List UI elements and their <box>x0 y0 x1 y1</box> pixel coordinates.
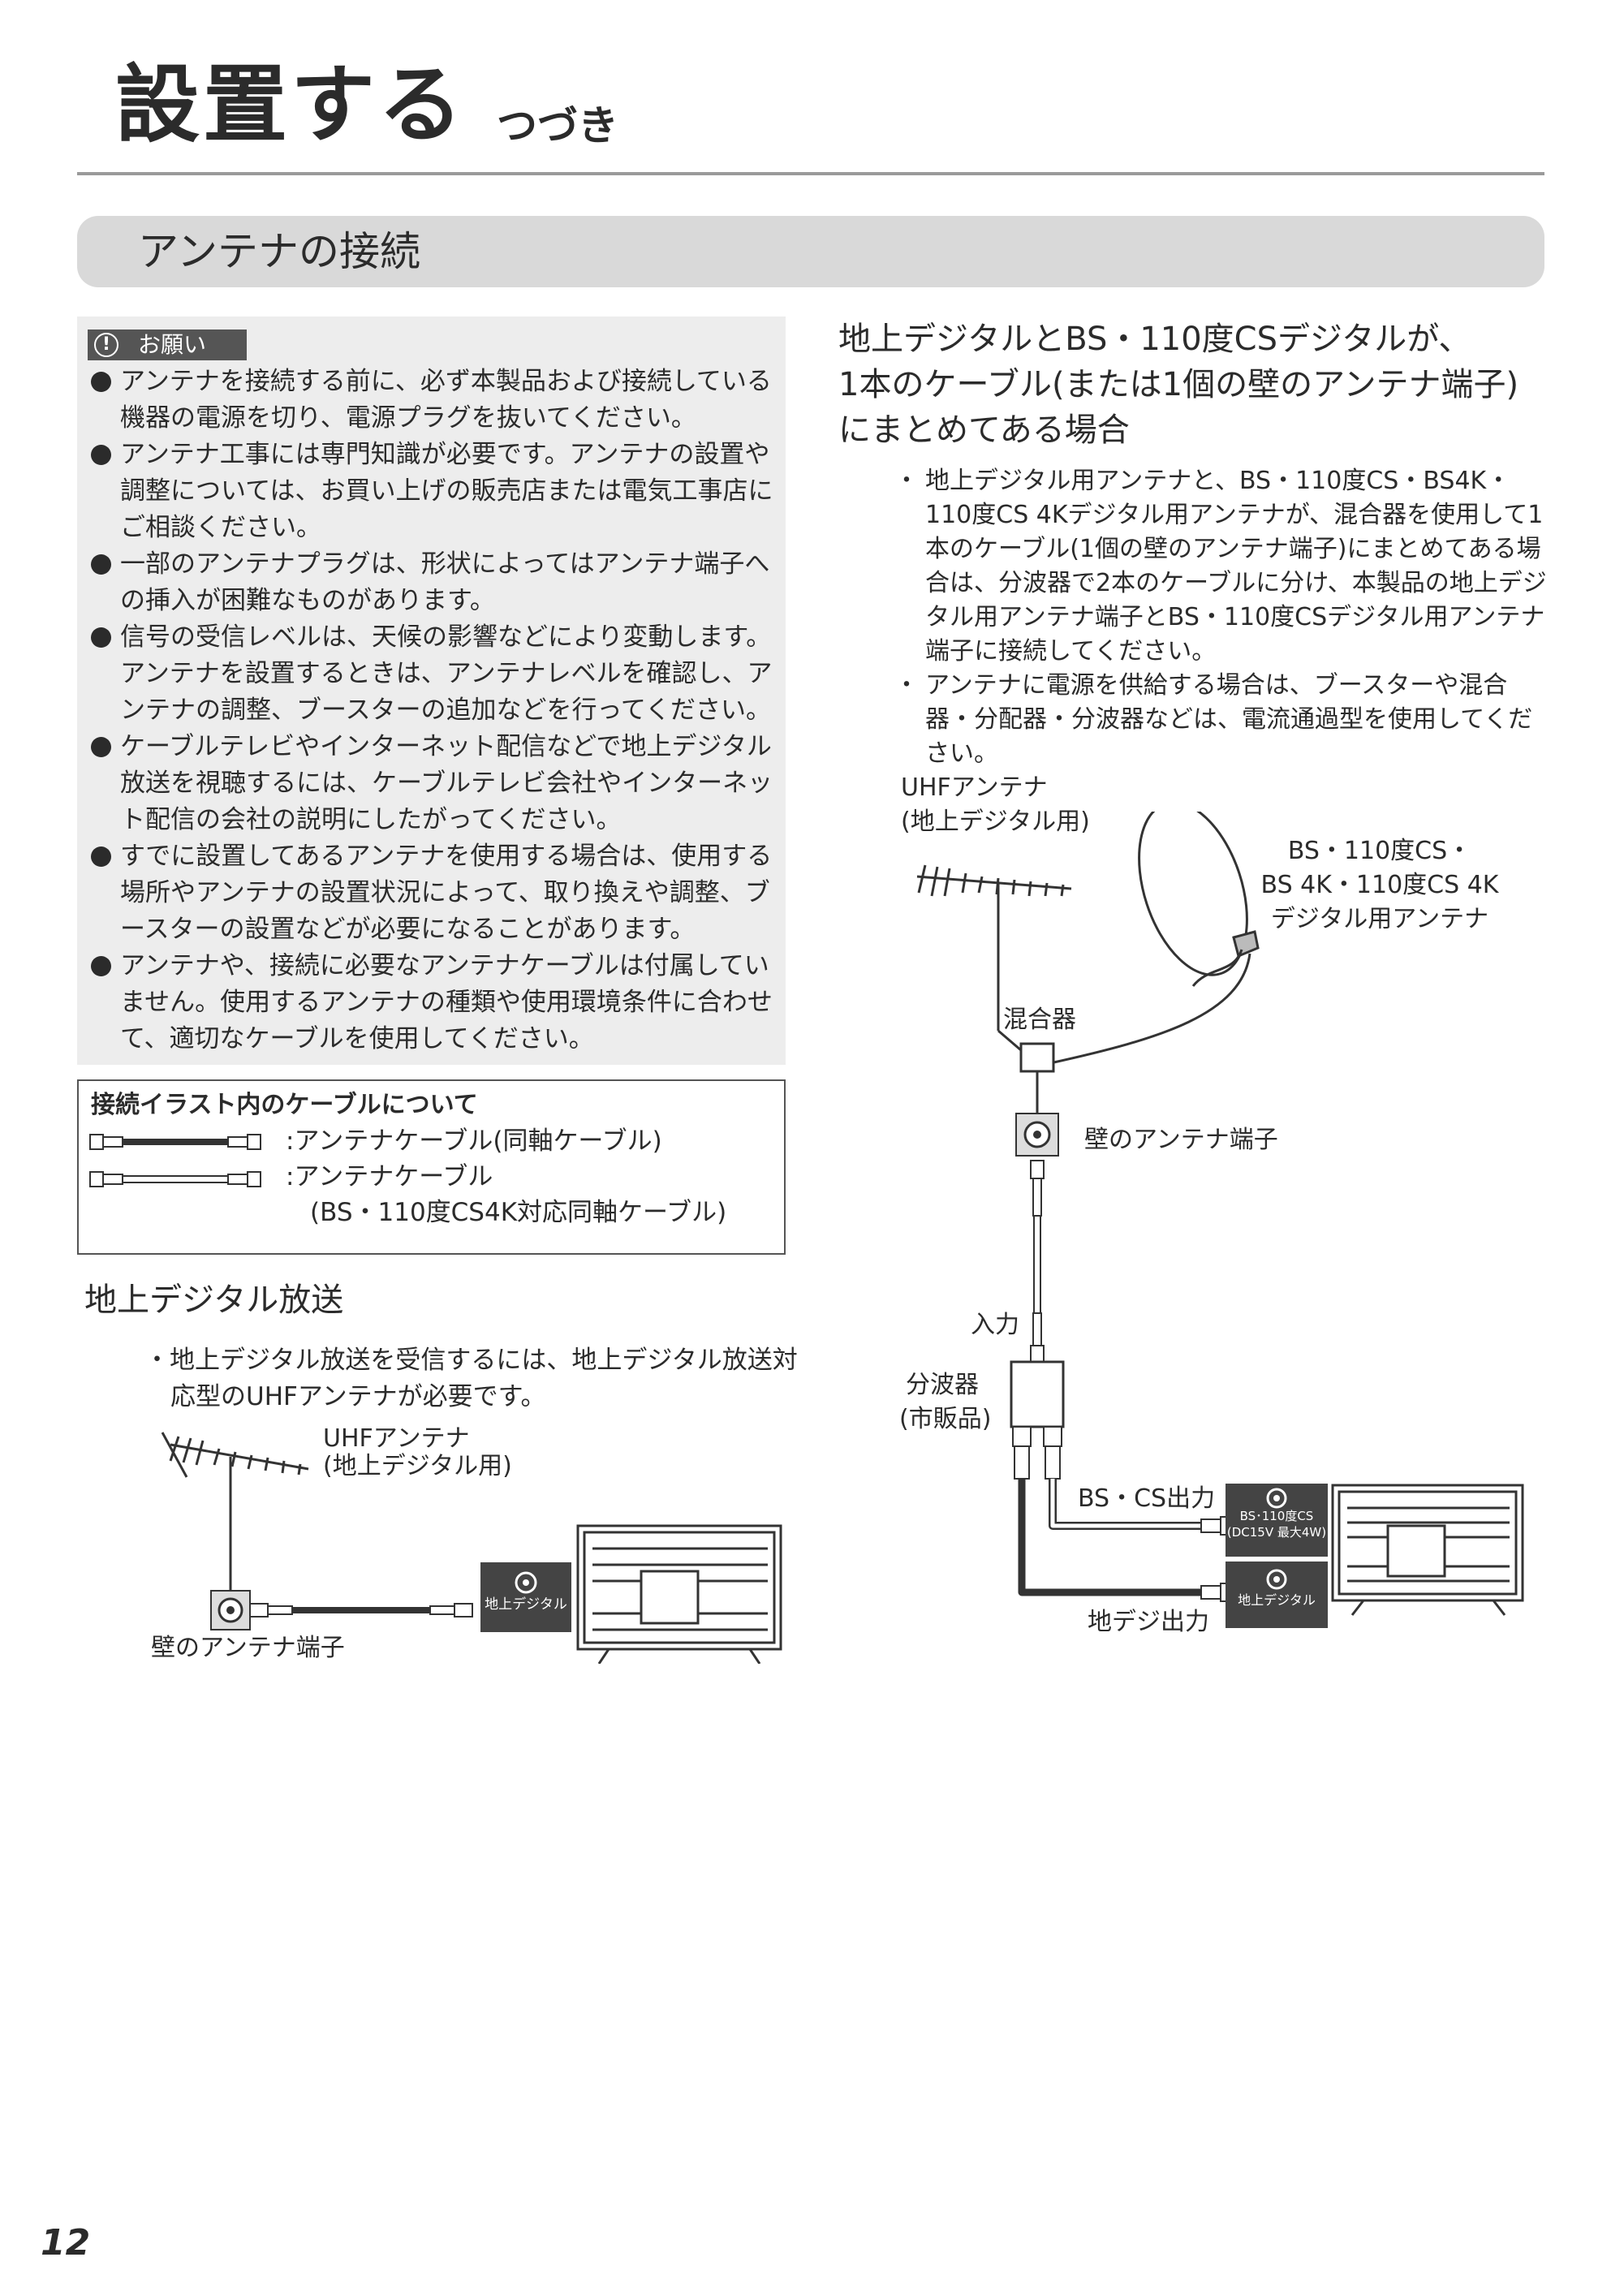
dish-label-line-1: BS・110度CS・ <box>1287 837 1472 865</box>
tv-back-icon <box>576 1524 782 1664</box>
caution-box <box>77 317 786 1065</box>
tv-terrestrial-port <box>480 1562 571 1632</box>
section-title: アンテナの接続 <box>138 228 420 275</box>
terrestrial-uhf-sublabel: (地上デジタル用) <box>323 1452 512 1480</box>
terrestrial-output-label: 地デジ出力 <box>1088 1608 1209 1636</box>
caution-list: アンテナを接続する前に、必ず本製品および接続している機器の電源を切り、電源プラグ… <box>88 364 779 1058</box>
combined-title: 地上デジタルとBS・110度CSデジタルが、 1本のケーブル(または1個の壁のア… <box>838 317 1553 453</box>
coax-cable-icon <box>89 1134 261 1150</box>
terrestrial-wall-terminal-label: 壁のアンテナ端子 <box>151 1634 345 1662</box>
combined-uhf-label: UHFアンテナ <box>901 773 1048 802</box>
splitter-label: 分波器 <box>906 1371 979 1399</box>
combined-wall-terminal-label: 壁のアンテナ端子 <box>1084 1126 1278 1154</box>
satellite-dish-icon <box>1049 812 1260 1065</box>
splitter-input-label: 入力 <box>971 1311 1019 1339</box>
combined-diagram <box>916 812 1524 1628</box>
dish-label-line-2: BS 4K・110度CS 4K <box>1260 871 1499 899</box>
caution-item: アンテナや、接続に必要なアンテナケーブルは付属していません。使用するアンテナの種… <box>88 948 779 1058</box>
combined-bullets: 地上デジタル用アンテナと、BS・110度CS・BS4K・110度CS 4Kデジタ… <box>894 464 1549 771</box>
bs-cable-label-detail: (BS・110度CS4K対応同軸ケーブル) <box>310 1198 727 1227</box>
combined-bullet: アンテナに電源を供給する場合は、ブースターや混合器・分配器・分波器などは、電流通… <box>894 669 1549 771</box>
terrestrial-coax-cable <box>249 1603 473 1618</box>
section-header-bar <box>77 216 1544 287</box>
tv-bs-port-label: BS･110度CS <box>1239 1509 1314 1523</box>
cable-legend-icons <box>89 1134 261 1187</box>
bs-cs-output-label: BS・CS出力 <box>1078 1484 1216 1513</box>
caution-label: お願い <box>138 331 207 358</box>
uhf-antenna-icon <box>161 1432 309 1591</box>
combined-bullet: 地上デジタル用アンテナと、BS・110度CS・BS4K・110度CS 4Kデジタ… <box>894 464 1549 669</box>
coax-cable-label: :アンテナケーブル(同軸ケーブル) <box>286 1126 662 1156</box>
splitter-icon <box>1010 1360 1065 1480</box>
tv-back-icon <box>1331 1484 1524 1616</box>
combined-title-line-1: 地上デジタルとBS・110度CSデジタルが、 <box>838 321 1471 358</box>
uhf-antenna-icon <box>916 864 1072 1057</box>
terrestrial-bullet: ・地上デジタル放送を受信するには、地上デジタル放送対応型のUHFアンテナが必要で… <box>144 1346 798 1411</box>
terrestrial-uhf-label: UHFアンテナ <box>323 1424 470 1453</box>
dish-label-line-3: デジタル用アンテナ <box>1270 905 1489 933</box>
tv-bs-port-power-label: (DC15V 最大4W) <box>1226 1525 1327 1540</box>
cable-legend-box <box>77 1079 786 1255</box>
wall-to-splitter-cable <box>1030 1160 1045 1363</box>
terrestrial-tv-port-label: 地上デジタル <box>485 1596 567 1613</box>
terrestrial-title: 地上デジタル放送 <box>84 1282 344 1319</box>
caution-item: アンテナ工事には専門知識が必要です。アンテナの設置や調整については、お買い上げの… <box>88 437 779 546</box>
wall-antenna-terminal-icon <box>1015 1113 1059 1157</box>
page-subtitle: つづき <box>497 102 618 149</box>
combined-title-line-2: 1本のケーブル(または1個の壁のアンテナ端子) <box>838 366 1519 403</box>
mixer-icon <box>1019 1042 1055 1114</box>
terrestrial-diagram <box>161 1432 782 1664</box>
page-number: 12 <box>41 2222 91 2264</box>
tv-terrestrial-port <box>1226 1562 1328 1628</box>
bs-cable-label: :アンテナケーブル <box>286 1162 493 1191</box>
caution-item: ケーブルテレビやインターネット配信などで地上デジタル放送を視聴するには、ケーブル… <box>88 729 779 838</box>
exclamation-circle-icon: ! <box>94 333 118 357</box>
tv-terrestrial-port-label: 地上デジタル <box>1238 1592 1316 1608</box>
tv-bs-cs-port <box>1226 1484 1328 1557</box>
mixer-label: 混合器 <box>1003 1006 1076 1034</box>
combined-title-line-3: にまとめてある場合 <box>838 411 1130 449</box>
caution-item: アンテナを接続する前に、必ず本製品および接続している機器の電源を切り、電源プラグ… <box>88 364 779 437</box>
caution-item: すでに設置してあるアンテナを使用する場合は、使用する場所やアンテナの設置状況によ… <box>88 838 779 948</box>
caution-tag: ! お願い <box>88 330 247 360</box>
page-title: 設置する <box>115 55 467 154</box>
bs-coax-cable-icon <box>89 1171 261 1187</box>
combined-uhf-sublabel: (地上デジタル用) <box>901 808 1090 836</box>
wall-antenna-terminal-icon <box>210 1590 251 1630</box>
header-rule <box>77 172 1544 175</box>
caution-item: 信号の受信レベルは、天候の影響などにより変動します。アンテナを設置するときは、ア… <box>88 619 779 729</box>
caution-item: 一部のアンテナプラグは、形状によってはアンテナ端子への挿入が困難なものがあります… <box>88 546 779 619</box>
cable-legend-title: 接続イラスト内のケーブルについて <box>91 1091 478 1119</box>
splitter-sublabel: (市販品) <box>899 1405 992 1433</box>
